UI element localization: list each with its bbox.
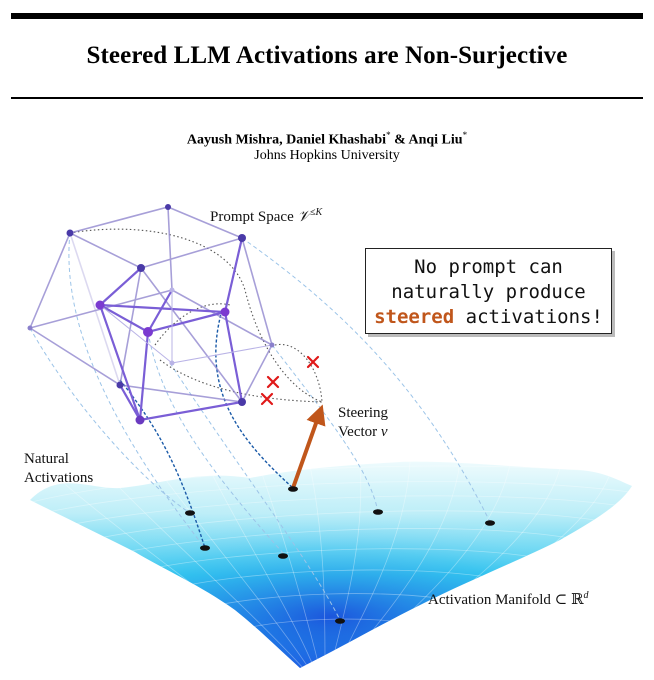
natural-label-line: Natural xyxy=(24,451,69,467)
author-name: Anqi Liu xyxy=(408,132,463,148)
top-rule xyxy=(11,13,643,19)
cross-icon xyxy=(260,355,320,406)
title-bottom-rule xyxy=(11,97,643,99)
callout-line-rest: activations! xyxy=(465,306,603,328)
prompt-space-superscript: ≤K xyxy=(310,207,323,218)
callout-line: steered activations! xyxy=(366,305,611,330)
author-name: Aayush Mishra, xyxy=(186,132,283,148)
steering-label-line: Steering xyxy=(338,405,388,421)
activation-manifold xyxy=(30,461,632,668)
steering-vector-arrow xyxy=(291,404,326,489)
author-conjunction: & xyxy=(394,132,406,148)
callout-line: naturally produce xyxy=(391,281,586,303)
prompt-space-hypercube xyxy=(27,204,275,425)
author-list: Aayush Mishra, Daniel Khashabi* & Anqi L… xyxy=(0,130,654,149)
natural-label-line: Activations xyxy=(24,470,94,486)
manifold-symbol: ℝ xyxy=(570,592,584,608)
callout-box: No prompt can naturally produce steered … xyxy=(365,248,612,334)
author-name: Daniel Khashabi xyxy=(286,132,387,148)
callout-line: No prompt can xyxy=(414,256,563,278)
prompt-space-text: Prompt Space xyxy=(210,209,294,225)
activation-manifold-label: Activation Manifold ⊂ ℝd xyxy=(428,586,588,610)
paper-title: Steered LLM Activations are Non-Surjecti… xyxy=(86,42,568,69)
equal-advising-mark: * xyxy=(386,130,391,140)
prompt-space-symbol: 𝒱 xyxy=(297,209,311,225)
steered-activation-point xyxy=(288,486,298,492)
steering-symbol: v xyxy=(380,424,388,440)
mapping-curves xyxy=(29,232,491,621)
steering-label-line: Vector xyxy=(338,424,378,440)
failed-preimage-curves xyxy=(69,228,323,403)
manifold-superscript: d xyxy=(583,590,589,601)
prompt-space-label: Prompt Space 𝒱≤K xyxy=(210,203,322,227)
manifold-mesh-grid xyxy=(30,461,632,668)
steering-vector-label: Steering Vector v xyxy=(338,404,388,442)
manifold-label-text: Activation Manifold ⊂ xyxy=(428,592,568,608)
equal-advising-mark: * xyxy=(462,130,468,140)
natural-activation-points xyxy=(185,509,495,624)
natural-activations-label: Natural Activations xyxy=(24,450,93,488)
affiliation: Johns Hopkins University xyxy=(254,148,400,163)
callout-highlight: steered xyxy=(374,306,455,328)
